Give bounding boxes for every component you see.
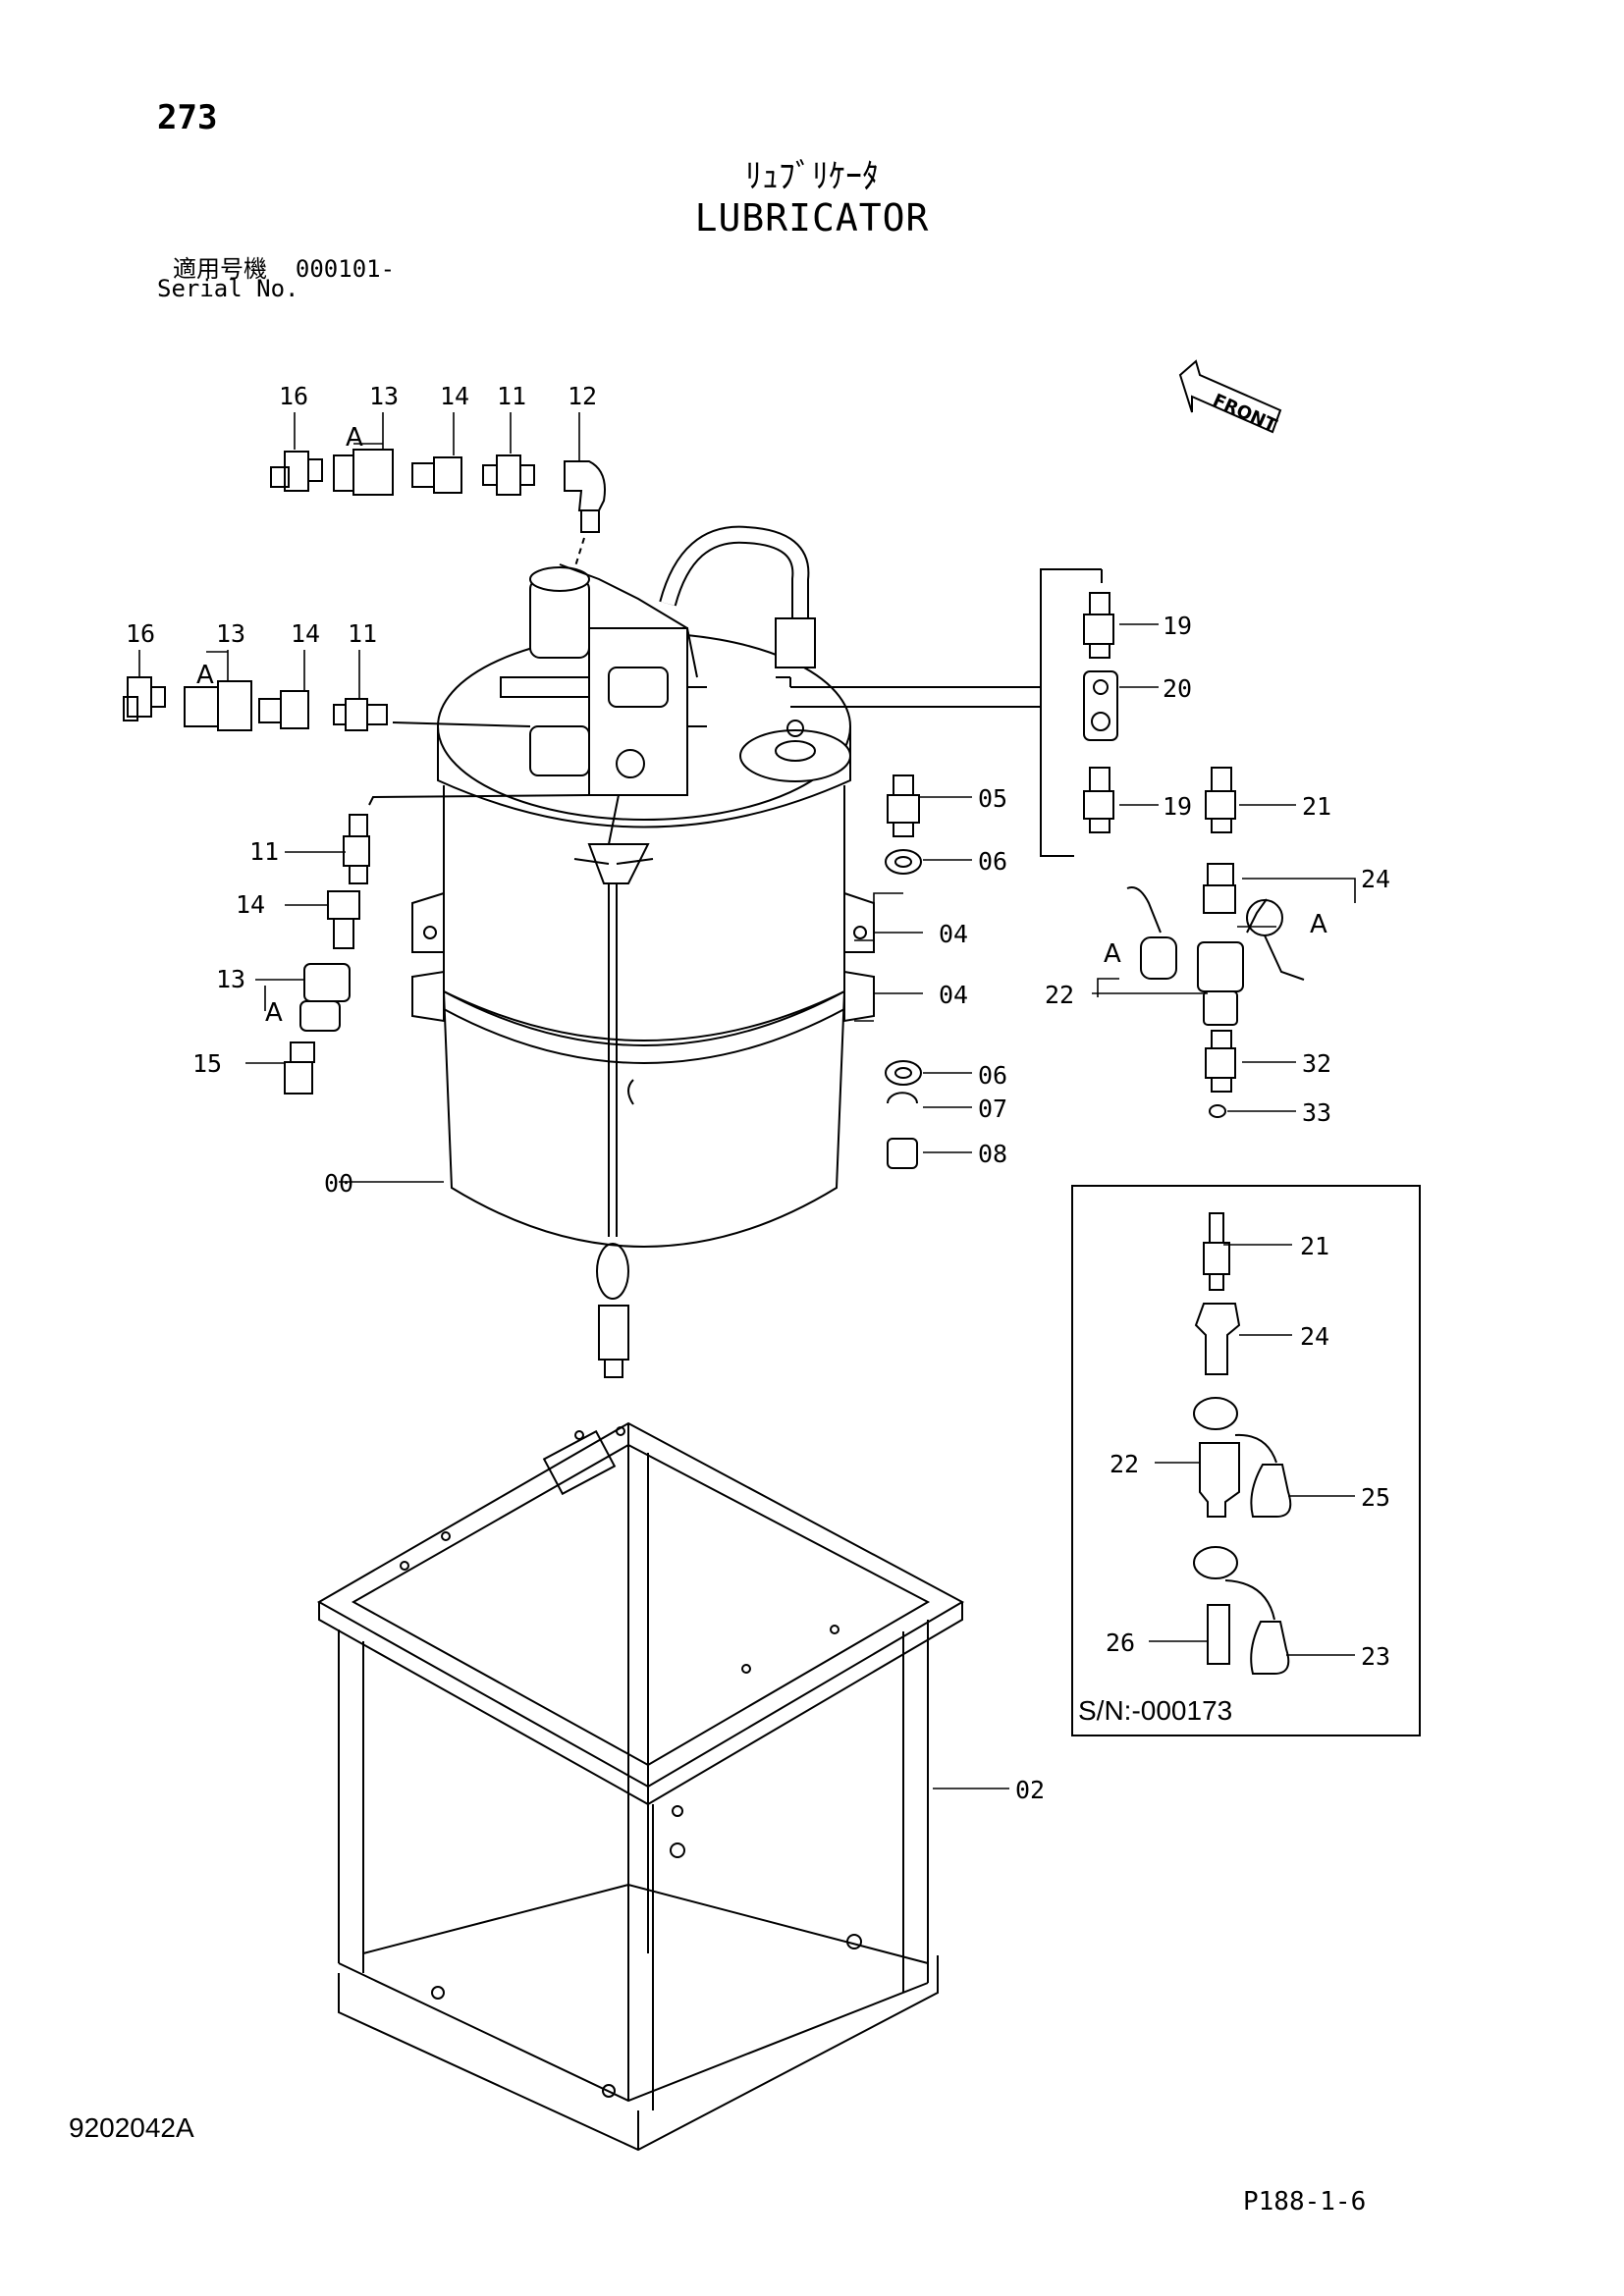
serial-label-jp: 適用号機 [173,255,267,283]
callout-32: 32 [1302,1049,1331,1078]
fittings-right-cluster [885,592,1305,1169]
callout-20: 20 [1163,674,1192,703]
callout-11: 11 [348,619,377,648]
title-japanese: ﾘｭﾌﾞﾘｹｰﾀ [745,157,879,196]
callout-13: 13 [216,965,245,993]
callout-22: 22 [1045,981,1074,1009]
fittings-row-top [270,449,606,570]
callout-19: 19 [1163,792,1192,821]
callout-13: 13 [216,619,245,648]
inset-callout-22: 22 [1110,1450,1139,1478]
callout-07: 07 [978,1095,1007,1123]
callout-14: 14 [440,382,469,410]
serial-label-en: Serial No. [157,275,299,302]
callout-16: 16 [279,382,308,410]
callout-14: 14 [291,619,320,648]
lubricator-stand [316,1421,965,2152]
page-reference: P188-1-6 [1243,2187,1367,2216]
callout-labels: 16 13 A 14 11 12 16 13 A 14 11 11 14 13 … [126,382,1390,1804]
distribution-lines [776,568,1103,857]
inset-callout-21: 21 [1300,1232,1329,1260]
drawing-number: 9202042A [69,2112,194,2143]
inset-callout-24: 24 [1300,1322,1329,1351]
callout-12: 12 [568,382,597,410]
callout-06: 06 [978,847,1007,876]
inset-detail [1071,1185,1421,1736]
page-number: 273 [157,98,218,137]
callout-14: 14 [236,890,265,919]
front-arrow-icon: FRONT [1178,359,1282,437]
callout-leaders [138,412,1356,1789]
title-english: LUBRICATOR [694,196,930,240]
callout-21: 21 [1302,792,1331,821]
callout-33: 33 [1302,1098,1331,1127]
callout-11: 11 [497,382,526,410]
callout-15: 15 [192,1049,222,1078]
callout-24: 24 [1361,865,1390,893]
callout-04: 04 [939,981,968,1009]
callout-a: A [265,998,283,1028]
callout-02: 02 [1015,1776,1045,1804]
callout-05: 05 [978,784,1007,813]
inset-callout-25: 25 [1361,1483,1390,1512]
fittings-left-column [284,794,590,1095]
pump-valve-assembly [500,525,816,884]
callout-a: A [1310,910,1327,939]
callout-06: 06 [978,1061,1007,1090]
inset-callout-23: 23 [1361,1642,1390,1671]
callout-a: A [346,423,363,453]
inset-serial-range: S/N:-000173 [1078,1695,1232,1726]
callout-a: A [1104,939,1121,969]
serial-value: 000101- [295,255,396,283]
callout-00: 00 [324,1169,353,1198]
serial-applicability: 適用号機 000101- [173,249,395,284]
inset-callout-26: 26 [1106,1629,1135,1657]
callout-16: 16 [126,619,155,648]
callout-04: 04 [939,920,968,948]
callout-13: 13 [369,382,399,410]
callout-08: 08 [978,1140,1007,1168]
callout-11: 11 [249,837,279,866]
callout-19: 19 [1163,612,1192,640]
callout-a: A [196,661,214,690]
